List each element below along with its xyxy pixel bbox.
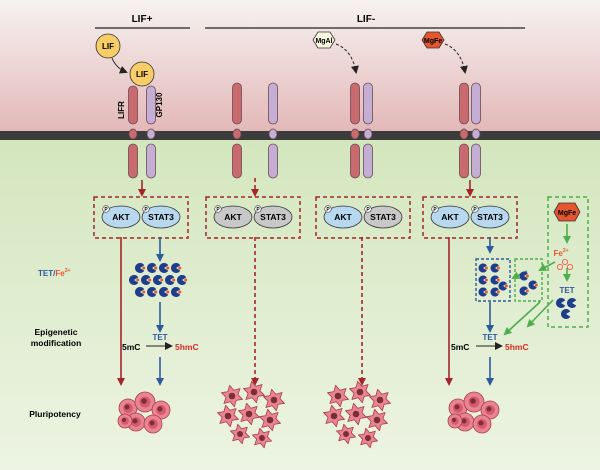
phospho-label: P (144, 207, 148, 213)
stat3-protein-label: STAT3 (370, 212, 396, 222)
stat3-protein-label: STAT3 (148, 212, 174, 222)
lifr-receptor-1 (128, 85, 138, 179)
lif-free-label: LIF (102, 42, 114, 51)
akt-protein (430, 205, 470, 229)
lif-minus-label: LIF- (357, 14, 375, 25)
phospho-label: P (433, 207, 437, 213)
lif-binding-arrow (111, 57, 128, 74)
tet-fe-complexes (128, 258, 543, 302)
stat3-protein-label: STAT3 (477, 212, 503, 222)
c4-5mc: 5mC (451, 342, 469, 352)
pathway-arrows (117, 178, 571, 386)
lifr-label: LIFR (117, 101, 126, 119)
differentiated-cells-c3 (323, 380, 391, 449)
akt-protein-label: AKT (441, 212, 459, 222)
akt-protein (213, 205, 253, 229)
lifr-receptor-3 (350, 82, 360, 179)
stat3-protein (363, 205, 403, 229)
mgal-particle: MgAl (312, 31, 336, 49)
lif-plus-label: LIF+ (132, 14, 153, 25)
mgfe-arrow (444, 43, 468, 74)
gp130-receptor-3 (363, 82, 373, 179)
lif-bound-label: LIF (136, 70, 148, 79)
mgal-label: MgAl (315, 38, 332, 45)
tet-complex-cluster-c4 (475, 258, 511, 302)
epigenetic-reaction-c1: 5mC TET 5hmC (122, 333, 199, 352)
epigenetic-label-line1: Epigenetic (35, 327, 78, 337)
akt-protein (101, 205, 141, 229)
epigenetic-label-line2: modification (31, 338, 82, 348)
gp130-label: GP130 (155, 92, 164, 117)
lifr-receptor-2 (232, 82, 242, 179)
cell-clusters (117, 380, 500, 449)
cell-membrane (0, 131, 600, 140)
stat3-protein (141, 205, 181, 229)
pluripotent-cells-c1 (117, 391, 171, 434)
fe-ion-label: Fe2+ (553, 248, 568, 258)
lif-ligand-free: LIF (95, 33, 121, 59)
c4-5hmc: 5hmC (505, 342, 529, 352)
side-tet-label: TET (559, 286, 574, 295)
tet-complex-cluster-c1 (128, 263, 188, 298)
akt-protein-label: AKT (334, 212, 352, 222)
mgfe-label: MgFe (424, 38, 442, 45)
stat3-protein (470, 205, 510, 229)
epigenetic-reaction-c4: 5mC TET 5hmC (451, 333, 529, 352)
gp130-receptor-4 (471, 82, 481, 179)
intracellular-background (0, 135, 600, 470)
c1-tet: TET (152, 333, 167, 342)
extracellular-background (0, 0, 600, 135)
akt-protein-label: AKT (224, 212, 242, 222)
arrow-tet-epi (526, 299, 554, 328)
tet-complex-cluster-mid (514, 258, 543, 302)
arrow-complex-epi (503, 301, 541, 336)
mgfe-particle: MgFe (421, 31, 445, 49)
fe-ion-dots (557, 258, 574, 270)
c1-5mc: 5mC (122, 342, 140, 352)
phospho-label: P (104, 207, 108, 213)
mgfe-side-label: MgFe (558, 210, 576, 217)
gp130-receptor-1 (146, 85, 156, 179)
lifr-receptor-4 (459, 82, 469, 179)
akt-protein (323, 205, 363, 229)
receptor-group (128, 82, 481, 179)
akt-protein-label: AKT (112, 212, 130, 222)
c1-5hmc: 5hmC (175, 342, 199, 352)
stat3-protein-label: STAT3 (260, 212, 286, 222)
phospho-label: P (216, 207, 220, 213)
mgfe-side-particle: MgFe (553, 202, 581, 222)
c4-tet: TET (482, 333, 497, 342)
phospho-label: P (473, 207, 477, 213)
phospho-label: P (256, 207, 260, 213)
mgfe-side-box (547, 196, 589, 328)
tet-fe-row-label: TET/Fe2+ (38, 268, 70, 278)
lif-ligand-bound: LIF (129, 61, 155, 87)
stat3-protein (253, 205, 293, 229)
pluripotent-cells-c4 (447, 391, 500, 434)
phospho-label: P (326, 207, 330, 213)
differentiated-cells-c2 (217, 380, 285, 449)
pluripotency-label: Pluripotency (29, 409, 81, 419)
side-tet-proteins (555, 298, 577, 320)
gp130-receptor-2 (268, 82, 278, 179)
phospho-label: P (366, 207, 370, 213)
mgal-arrow (335, 43, 359, 74)
